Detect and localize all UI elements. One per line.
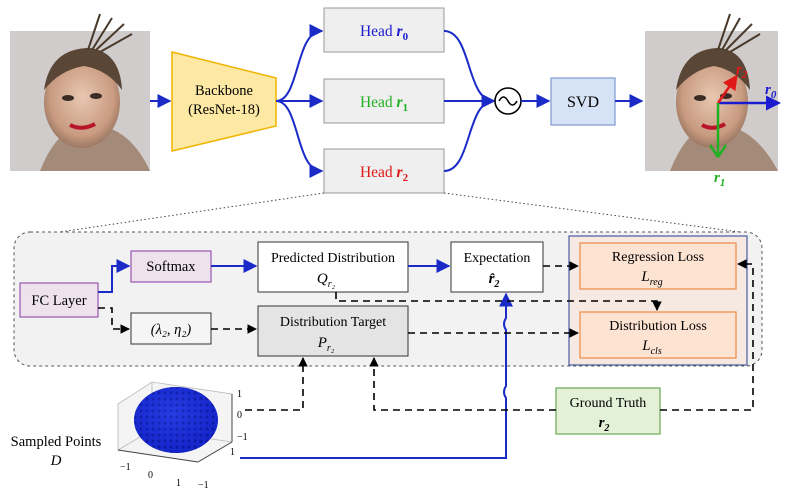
ground-truth-sub: 2 bbox=[603, 423, 609, 434]
ground-truth-block: Ground Truth r2 bbox=[555, 387, 661, 435]
expectation-symbol: r̂ bbox=[489, 271, 496, 287]
sampled-points-symbol: D bbox=[50, 453, 62, 469]
svg-text:Lcls: Lcls bbox=[641, 338, 662, 357]
predicted-distribution-sub: r₂ bbox=[328, 279, 336, 290]
svg-text:r1: r1 bbox=[714, 170, 725, 189]
tick-y-bottom: −1 bbox=[198, 480, 209, 491]
sampled-points-plot: 1 0 −1 1 −1 −1 0 1 Sampled Points D bbox=[11, 381, 248, 491]
ground-truth-symbol: r bbox=[599, 415, 605, 431]
svd-label: SVD bbox=[567, 94, 599, 111]
tick-x-right: 1 bbox=[176, 478, 181, 489]
tick-z-mid: 0 bbox=[237, 410, 242, 421]
distribution-target-block: Distribution Target Pr₂ bbox=[257, 305, 409, 357]
detail-dashed-arrows bbox=[98, 259, 754, 411]
input-face-image bbox=[10, 13, 150, 171]
head-r1-prefix: Head bbox=[360, 94, 397, 111]
regression-loss-sub: reg bbox=[650, 277, 663, 288]
distribution-loss-sub: cls bbox=[651, 346, 662, 357]
regression-loss-label: Regression Loss bbox=[612, 250, 704, 265]
regression-loss-symbol: L bbox=[640, 269, 649, 285]
svg-text:r2: r2 bbox=[736, 62, 748, 81]
detail-solid-arrows bbox=[98, 259, 513, 459]
head-r0-symbol: r bbox=[397, 23, 404, 40]
tick-z-bottom: −1 bbox=[237, 432, 248, 443]
head-r1-block: Head r1 bbox=[323, 78, 445, 124]
expectation-sub: 2 bbox=[493, 279, 499, 290]
predicted-distribution-block: Predicted Distribution Qr₂ bbox=[257, 241, 409, 293]
softmax-label: Softmax bbox=[146, 259, 196, 275]
svg-text:Head r1: Head r1 bbox=[360, 94, 408, 114]
svg-text:Qr₂: Qr₂ bbox=[317, 271, 336, 290]
params-block: (λ₂, η₂) bbox=[130, 312, 212, 345]
softmax-block: Softmax bbox=[130, 250, 212, 283]
output-r2-sub: 2 bbox=[741, 69, 748, 81]
head-r2-prefix: Head bbox=[360, 164, 397, 181]
ground-truth-label: Ground Truth bbox=[570, 396, 647, 411]
regression-loss-block: Regression Loss Lreg bbox=[579, 242, 737, 290]
predicted-distribution-label: Predicted Distribution bbox=[271, 251, 395, 266]
svg-text:r0: r0 bbox=[765, 82, 777, 101]
distribution-loss-block: Distribution Loss Lcls bbox=[579, 311, 737, 359]
expectation-label: Expectation bbox=[464, 251, 531, 266]
zoom-guide-lines bbox=[59, 192, 741, 233]
backbone-block: Backbone (ResNet-18) bbox=[171, 51, 277, 152]
fc-layer-block: FC Layer bbox=[19, 282, 99, 318]
params-label: (λ₂, η₂) bbox=[151, 322, 192, 338]
head-r1-sub: 1 bbox=[403, 102, 409, 114]
tick-x-mid: 0 bbox=[148, 470, 153, 481]
combine-operator-icon bbox=[494, 87, 522, 115]
tick-y-top: 1 bbox=[230, 447, 235, 458]
head-r0-sub: 0 bbox=[403, 31, 409, 43]
distribution-loss-label: Distribution Loss bbox=[609, 319, 707, 334]
backbone-label: Backbone bbox=[195, 83, 253, 99]
tick-x-left: −1 bbox=[120, 462, 131, 473]
distribution-loss-symbol: L bbox=[641, 338, 650, 354]
tick-z-top: 1 bbox=[237, 389, 242, 400]
svg-text:Lreg: Lreg bbox=[640, 269, 662, 288]
svg-text:r̂2: r̂2 bbox=[489, 271, 500, 290]
output-r1-sub: 1 bbox=[720, 177, 726, 189]
svg-text:r2: r2 bbox=[599, 415, 610, 434]
heads-to-concat-arrows bbox=[443, 30, 496, 172]
backbone-sublabel: (ResNet-18) bbox=[188, 102, 260, 118]
svg-text:Pr₂: Pr₂ bbox=[317, 335, 335, 354]
head-r2-block: Head r2 bbox=[323, 148, 445, 194]
svg-text:Head r0: Head r0 bbox=[360, 23, 409, 43]
distribution-target-symbol: P bbox=[317, 335, 327, 351]
output-r2-label: r bbox=[736, 62, 742, 78]
distribution-target-label: Distribution Target bbox=[280, 315, 386, 330]
output-r0-sub: 0 bbox=[771, 89, 777, 101]
head-r2-symbol: r bbox=[397, 164, 404, 181]
head-r1-symbol: r bbox=[397, 94, 404, 111]
pose-axes: r0 r2 r1 bbox=[708, 62, 781, 189]
head-r2-sub: 2 bbox=[403, 172, 409, 184]
svd-block: SVD bbox=[550, 77, 616, 126]
fc-layer-label: FC Layer bbox=[31, 293, 86, 309]
head-r0-prefix: Head bbox=[360, 23, 397, 40]
svg-text:Head r2: Head r2 bbox=[360, 164, 409, 184]
output-r0-label: r bbox=[765, 82, 771, 98]
sampled-points-label: Sampled Points bbox=[11, 434, 102, 450]
head-r0-block: Head r0 bbox=[323, 7, 445, 53]
expectation-block: Expectation r̂2 bbox=[450, 241, 544, 293]
predicted-distribution-symbol: Q bbox=[317, 271, 328, 287]
output-r1-label: r bbox=[714, 170, 720, 186]
axis-r2 bbox=[716, 74, 738, 104]
backbone-to-heads-arrows bbox=[275, 24, 324, 178]
distribution-target-sub: r₂ bbox=[327, 343, 335, 354]
